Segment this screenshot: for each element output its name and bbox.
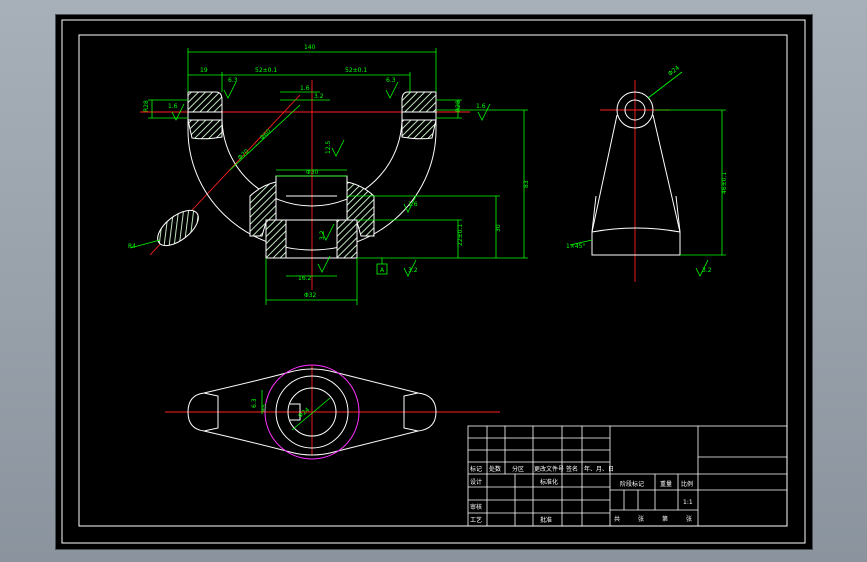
side-roughness-text: 3.2 bbox=[702, 267, 712, 274]
tb-scale-value: 1:1 bbox=[683, 499, 693, 506]
plan-right-lug bbox=[403, 392, 419, 432]
roughness-base-text: 3.2 bbox=[408, 267, 418, 274]
front-view: 140 19 52±0.1 52±0.1 1.6 3.2 1.6 1.6 6.3… bbox=[128, 44, 530, 305]
dim-phi30-text: Φ30 bbox=[306, 169, 319, 176]
roughness-right bbox=[477, 103, 491, 121]
left-lower-lug-section bbox=[187, 119, 223, 140]
dim-30-text: 30 bbox=[495, 224, 502, 232]
side-boss-inner bbox=[624, 99, 646, 121]
plan-hub-outer bbox=[275, 375, 349, 449]
tb-zone: 分区 bbox=[512, 465, 524, 473]
side-body-curve bbox=[591, 227, 681, 233]
bowl-inner-arc bbox=[221, 112, 403, 207]
hub-upper-body bbox=[275, 175, 348, 221]
tb-sheet-2: 张 bbox=[686, 515, 692, 523]
plan-keyway bbox=[290, 403, 301, 421]
dim-52a-text: 52±0.1 bbox=[255, 67, 277, 74]
side-body-outline bbox=[591, 114, 681, 256]
plan-view: 6.3 R5 Φ24 bbox=[165, 364, 500, 460]
tb-count: 处数 bbox=[489, 465, 501, 473]
plan-hub-inner bbox=[287, 387, 337, 437]
roughness-lug-right bbox=[385, 81, 399, 99]
tb-scale-label: 比例 bbox=[681, 480, 693, 488]
dim-top-2-text: 3.2 bbox=[314, 93, 324, 100]
dim-total-text: 140 bbox=[304, 44, 316, 51]
tb-stage-mark: 阶段标记 bbox=[620, 480, 644, 488]
inner-drawing-border bbox=[78, 34, 788, 527]
roughness-lug-right-text: 6.3 bbox=[386, 77, 396, 84]
side-roughness bbox=[695, 259, 709, 277]
side-phi24-text: Φ24 bbox=[667, 64, 681, 77]
tb-sign: 签名 bbox=[566, 465, 578, 473]
side-leader-phi24 bbox=[647, 71, 683, 99]
roughness-lug-left-text: 6.3 bbox=[228, 77, 238, 84]
leader-phi70 bbox=[229, 104, 301, 171]
datum-text: A bbox=[380, 267, 385, 274]
roughness-inner bbox=[331, 139, 345, 157]
hub-right-upper-section bbox=[346, 181, 375, 237]
hub-lower-body bbox=[265, 219, 358, 259]
dim-top-1-text: 1.6 bbox=[300, 85, 310, 92]
title-block-frame bbox=[467, 425, 788, 527]
plan-dim-1-text: 6.3 bbox=[251, 398, 258, 408]
tb-sheet-1: 张 bbox=[638, 515, 644, 523]
roughness-base-2 bbox=[317, 255, 331, 273]
tb-check: 审核 bbox=[470, 503, 482, 511]
tb-standard: 标准化 bbox=[540, 478, 558, 486]
oblique-section-ellipse bbox=[157, 209, 199, 247]
tb-process: 工艺 bbox=[470, 516, 482, 524]
right-lug-section bbox=[401, 91, 437, 113]
tb-design: 设计 bbox=[470, 478, 482, 486]
roughness-right-text: 1.6 bbox=[476, 103, 486, 110]
side-leader-chamfer bbox=[569, 239, 593, 246]
roughness-hub bbox=[403, 195, 417, 213]
left-lug-section bbox=[187, 91, 223, 113]
dim-83-text: 83 bbox=[523, 180, 530, 188]
hub-left-lower-section bbox=[265, 219, 287, 259]
side-46-text: 46±0.1 bbox=[721, 172, 728, 194]
plan-dim-2-text: R5 bbox=[261, 404, 268, 412]
roughness-bore bbox=[321, 223, 335, 241]
roughness-left-text: 1.6 bbox=[168, 103, 178, 110]
dim-r4-text: R4 bbox=[128, 243, 136, 250]
roughness-inner-text: 12.5 bbox=[325, 140, 332, 154]
dim-19-text: 19 bbox=[200, 67, 208, 74]
dim-16-text: 16.2 bbox=[298, 275, 312, 282]
dim-right-r-text: R28 bbox=[455, 100, 462, 112]
roughness-base bbox=[403, 259, 417, 277]
hub-right-lower-section bbox=[336, 219, 358, 259]
plan-leader-phi bbox=[291, 397, 331, 431]
plan-dim-3-text: Φ24 bbox=[297, 406, 311, 419]
leader-r4 bbox=[129, 239, 161, 249]
roughness-lug-left bbox=[223, 81, 237, 99]
roughness-hub-text: 1.6 bbox=[408, 201, 418, 208]
dim-left-r-text: R28 bbox=[143, 100, 150, 112]
roughness-bore-text: 3.2 bbox=[319, 230, 326, 240]
dim-22-text: 22±0.1 bbox=[457, 224, 464, 246]
side-view: Φ24 46±0.1 1×45° 3.2 bbox=[566, 64, 728, 282]
right-lower-lug-section bbox=[401, 119, 437, 140]
tb-change-doc: 更改文件号 bbox=[534, 465, 564, 473]
tb-approve: 批准 bbox=[540, 516, 552, 524]
dim-phi32-text: Φ32 bbox=[304, 292, 317, 299]
tb-weight: 重量 bbox=[660, 480, 672, 488]
tb-of: 第 bbox=[662, 515, 668, 523]
dim-phi60-text: Φ60 bbox=[259, 128, 273, 142]
hub-left-upper-section bbox=[249, 181, 277, 237]
roughness-left bbox=[171, 103, 185, 121]
side-body-edges bbox=[591, 195, 681, 233]
bowl-outer-arc bbox=[187, 92, 437, 251]
side-boss-outer bbox=[616, 91, 654, 129]
outer-sheet-border bbox=[61, 19, 806, 544]
plan-magenta-circle bbox=[264, 364, 360, 460]
tb-total: 共 bbox=[614, 515, 620, 523]
plan-left-lug bbox=[203, 392, 219, 432]
dim-52b-text: 52±0.1 bbox=[345, 67, 367, 74]
side-chamfer-text: 1×45° bbox=[566, 243, 585, 250]
tb-mark: 标记 bbox=[470, 465, 482, 473]
tb-date: 年、月、日 bbox=[584, 465, 614, 473]
title-block: 标记 处数 分区 更改文件号 签名 年、月、日 设计 标准化 阶段标记 重量 比… bbox=[467, 425, 788, 527]
